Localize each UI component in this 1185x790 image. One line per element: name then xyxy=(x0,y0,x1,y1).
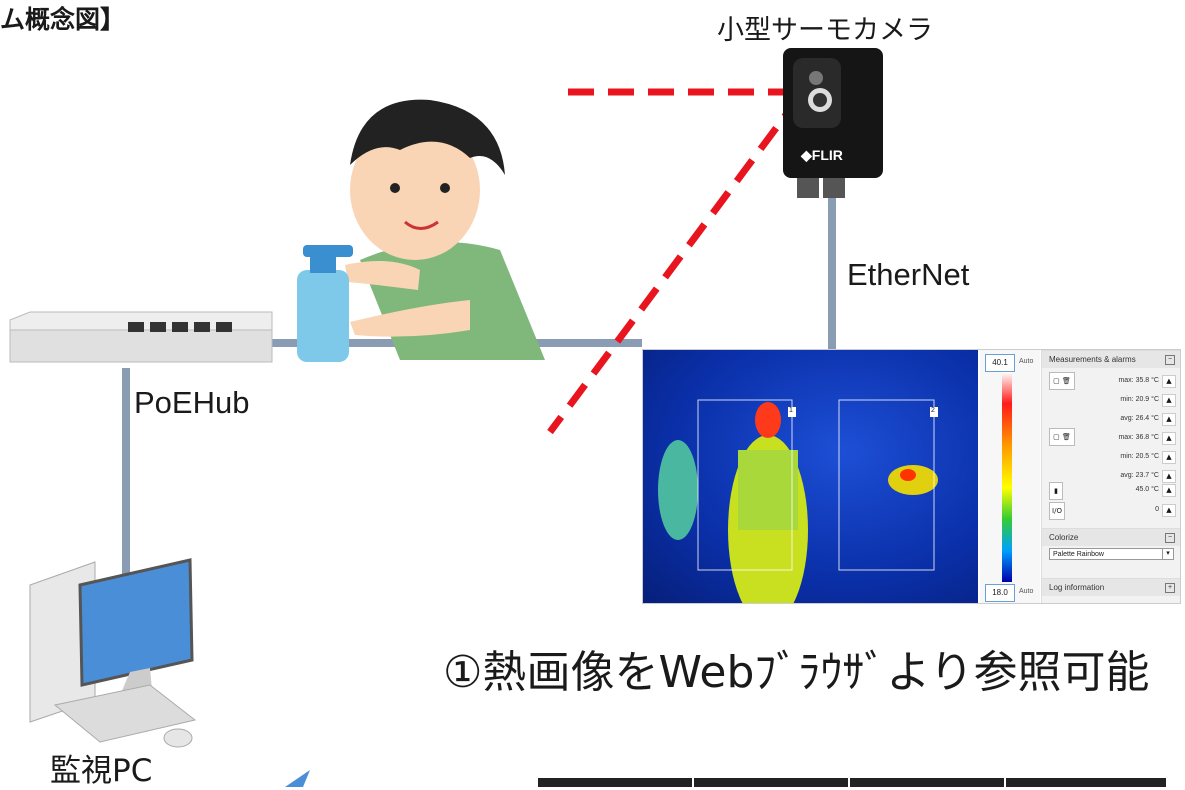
scale-min-auto-button[interactable]: Auto xyxy=(1019,588,1034,595)
measurement-row: avg: 23.7 °C xyxy=(1120,472,1159,479)
poe-hub-icon xyxy=(9,311,273,363)
caption: ①熱画像をWebﾌﾞﾗｳｻﾞより参照可能 xyxy=(443,647,1150,698)
io-icon[interactable]: I/O xyxy=(1049,502,1065,520)
alarm-bell-icon[interactable]: ▲ xyxy=(1162,413,1176,426)
measurement-row: min: 20.9 °C xyxy=(1120,396,1159,403)
measurements-header[interactable]: Measurements & alarms − xyxy=(1042,350,1180,368)
svg-text:◆FLIR: ◆FLIR xyxy=(800,147,843,163)
scale-max-auto-button[interactable]: Auto xyxy=(1019,358,1034,365)
thermal-scene xyxy=(658,399,938,603)
scale-min-input[interactable]: 18.0 xyxy=(985,584,1015,602)
log-title: Log information xyxy=(1049,583,1105,592)
measurement-row: 0 xyxy=(1155,506,1159,513)
roi-1-label: 1 xyxy=(789,407,793,414)
laser-diagonal-line xyxy=(547,93,803,435)
palette-select[interactable]: Palette Rainbow ▾ xyxy=(1049,548,1174,560)
poehub-label: PoEHub xyxy=(134,385,250,420)
measurement-row: avg: 26.4 °C xyxy=(1120,415,1159,422)
measurement-row: max: 35.8 °C xyxy=(1118,377,1159,384)
settings-panel: Measurements & alarms − ▢ 🗑 max: 35.8 °C… xyxy=(1041,350,1180,603)
measurement-row: max: 36.8 °C xyxy=(1118,434,1159,441)
measurement-row: min: 20.5 °C xyxy=(1120,453,1159,460)
colorize-header[interactable]: Colorize − xyxy=(1042,528,1180,546)
roi-2-label: 2 xyxy=(931,407,935,414)
collapse-icon[interactable]: − xyxy=(1165,355,1175,365)
spot-icon[interactable]: ▮ xyxy=(1049,482,1063,500)
scale-max-input[interactable]: 40.1 xyxy=(985,354,1015,372)
arrow-fragment-icon xyxy=(285,770,310,787)
measurements-title: Measurements & alarms xyxy=(1049,355,1136,364)
roi-box-icon[interactable]: ▢ 🗑 xyxy=(1049,428,1075,446)
alarm-bell-icon[interactable]: ▲ xyxy=(1162,394,1176,407)
alarm-bell-icon[interactable]: ▲ xyxy=(1162,470,1176,483)
expand-icon[interactable]: + xyxy=(1165,583,1175,593)
collapse-icon[interactable]: − xyxy=(1165,533,1175,543)
diagram-title: ム概念図】 xyxy=(0,5,126,34)
camera-label: 小型サーモカメラ xyxy=(717,15,933,46)
alarm-bell-icon[interactable]: ▲ xyxy=(1162,504,1176,517)
roi-box-icon[interactable]: ▢ 🗑 xyxy=(1049,372,1075,390)
alarm-bell-icon[interactable]: ▲ xyxy=(1162,432,1176,445)
thermal-web-ui: 1 2 40.1 Auto 18.0 Auto Measurements & a… xyxy=(642,349,1181,604)
pc-label: 監視PC xyxy=(50,753,153,789)
palette-value: Palette Rainbow xyxy=(1053,551,1104,558)
phone-screens-strip xyxy=(538,778,1166,787)
thermal-image: 1 2 xyxy=(643,350,978,603)
alarm-bell-icon[interactable]: ▲ xyxy=(1162,375,1176,388)
colorize-title: Colorize xyxy=(1049,533,1079,542)
color-scale-bar xyxy=(1002,372,1012,582)
person-sanitizing-hands-icon xyxy=(297,99,545,362)
measurement-row: 45.0 °C xyxy=(1135,486,1159,493)
log-header[interactable]: Log information + xyxy=(1042,578,1180,596)
color-scale-column: 40.1 Auto 18.0 Auto xyxy=(980,350,1040,603)
thermal-camera-icon: ◆FLIR xyxy=(783,48,883,198)
ethernet-label: EtherNet xyxy=(847,257,970,292)
alarm-bell-icon[interactable]: ▲ xyxy=(1162,484,1176,497)
alarm-bell-icon[interactable]: ▲ xyxy=(1162,451,1176,464)
chevron-down-icon: ▾ xyxy=(1162,549,1173,559)
monitoring-pc-icon xyxy=(29,558,197,748)
